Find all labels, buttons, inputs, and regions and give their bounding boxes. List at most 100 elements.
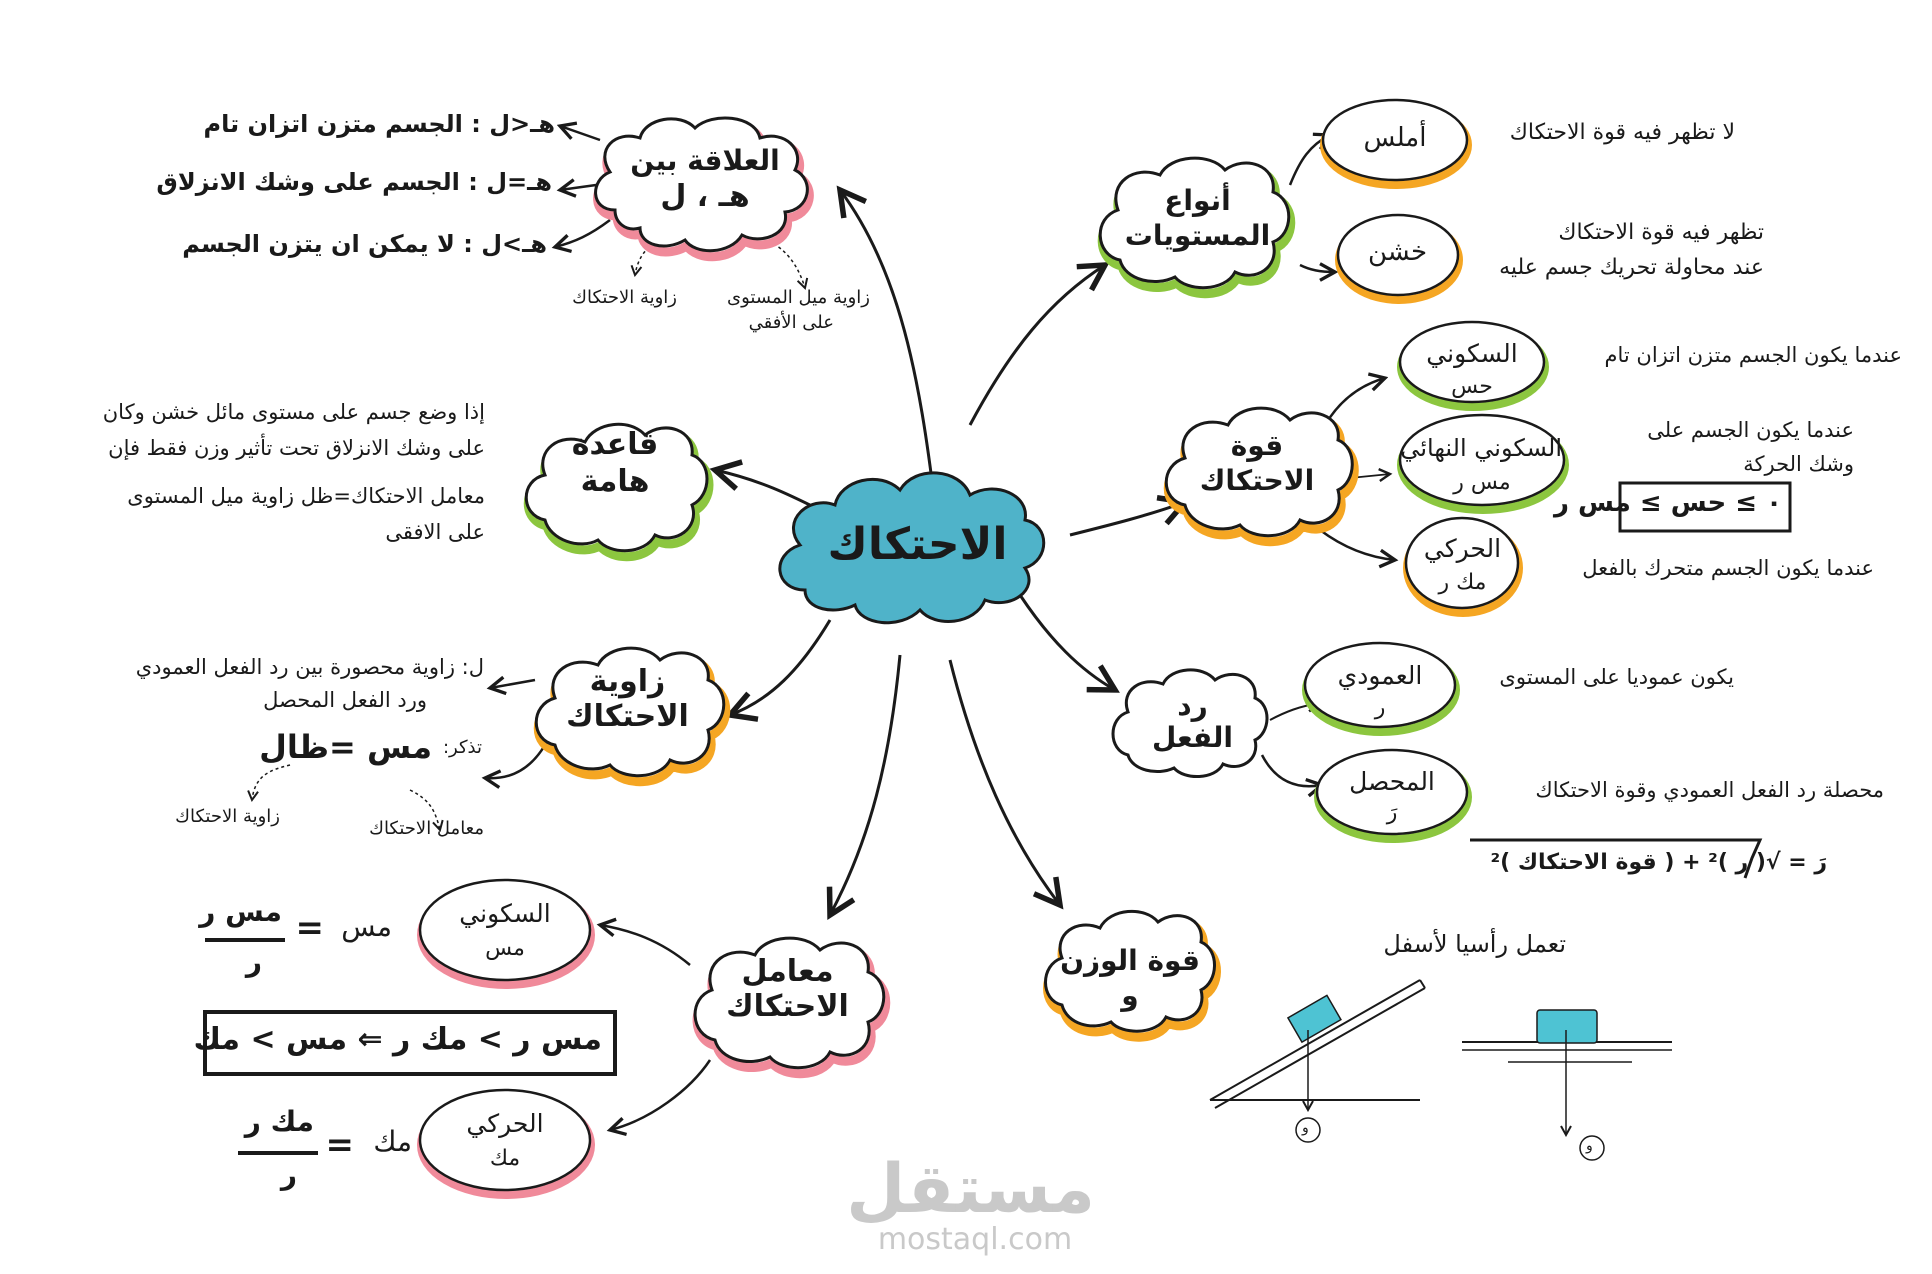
angle-formula: مس =ظال	[259, 728, 432, 766]
relation-title-line2: هـ ، ل	[660, 179, 750, 214]
branch-arrow-coefficient	[830, 654, 902, 915]
center-cloud	[778, 471, 1046, 625]
compare-inequality: مس ر > مك ر ⇐ مس > مك	[193, 1022, 603, 1057]
force-limit-inequality: ٠ ≥ حس ≥ مس ر	[1553, 488, 1782, 518]
rule-line-1: إذا وضع جسم على مستوى مائل خشن وكان	[102, 400, 485, 424]
coefficient-cloud	[692, 936, 891, 1079]
force-kinetic-symbol: مك ر	[1438, 570, 1487, 595]
surfaces-title-line2: المستويات	[1124, 219, 1271, 252]
force-kinetic-title: الحركي	[1423, 534, 1502, 563]
weight-title-line2: و	[1121, 979, 1139, 1012]
branch-arrow-angle	[730, 619, 832, 715]
normal-reaction-ellipse	[1302, 641, 1460, 736]
arrow-relation-3	[555, 218, 611, 247]
rule-line-3: معامل الاحتكاك=ظل زاوية ميل المستوى	[127, 484, 485, 508]
arrow-to-coef-label	[409, 789, 440, 830]
smooth-description: لا تظهر فيه قوة الاحتكاك	[1509, 120, 1735, 145]
arrow-force-kinetic	[1319, 528, 1395, 560]
normal-reaction-symbol: ر	[1374, 695, 1386, 720]
resultant-reaction-symbol: رَ	[1386, 800, 1398, 825]
kinetic-formula-eq: =	[325, 1125, 355, 1165]
static-formula-lhs: مس	[341, 910, 392, 943]
arrow-force-static	[1323, 378, 1385, 426]
relation-label-friction-angle: زاوية الاحتكاك	[572, 287, 677, 308]
arrow-surface-rough	[1299, 265, 1335, 272]
smooth-label: أملس	[1363, 123, 1427, 153]
reaction-title-line1: رد	[1177, 689, 1208, 722]
resultant-reaction-title: المحصل	[1349, 767, 1435, 796]
force-static-title: السكوني	[1426, 339, 1518, 368]
relation-item-2: هـ=ل : الجسم على وشك الانزلاق	[156, 168, 552, 196]
coef-static-symbol: مس	[485, 936, 525, 961]
relation-label-incline-line1: زاوية ميل المستوى	[727, 287, 870, 308]
arrow-angle-def	[490, 680, 536, 688]
rough-label: خشن	[1367, 237, 1428, 267]
reaction-cloud	[1111, 668, 1269, 779]
watermark-arabic: مستقل	[846, 1150, 1095, 1229]
resultant-reaction-description: محصلة رد الفعل العمودي وقوة الاحتكاك	[1535, 778, 1884, 802]
force-title-line1: قوة	[1230, 429, 1284, 462]
coefficient-title-line1: معامل	[741, 954, 834, 989]
arrow-reaction-resultant	[1260, 754, 1322, 786]
compare-box	[203, 1010, 617, 1076]
normal-reaction-title: العمودي	[1337, 661, 1423, 690]
relation-item-1: هـ<ل : الجسم متزن اتزان تام	[203, 110, 556, 138]
rule-title-line1: قاعدة	[571, 427, 659, 462]
coefficient-title-line2: الاحتكاك	[726, 989, 849, 1024]
force-static-symbol: حس	[1451, 374, 1493, 399]
rule-cloud	[523, 422, 714, 562]
relation-item-3: هـ>ل : لا يمكن ان يتزن الجسم	[182, 230, 547, 258]
arrow-coef-kinetic	[610, 1059, 712, 1130]
arrow-relation-1	[560, 126, 601, 142]
branch-arrow-surfaces	[968, 265, 1105, 426]
sqrt-bar	[1470, 838, 1763, 879]
branch-arrow-weight	[948, 659, 1060, 905]
rule-line-4: على الافقى	[385, 520, 485, 544]
resultant-reaction-ellipse	[1314, 748, 1472, 843]
incline-weight-label: و	[1302, 1120, 1309, 1136]
force-limit-symbol: مس ر	[1453, 470, 1511, 495]
coef-static-ellipse	[417, 878, 595, 989]
limit-inequality-box	[1618, 481, 1792, 533]
weight-cloud	[1043, 909, 1221, 1042]
angle-cloud	[533, 646, 731, 787]
arrow-to-angle-label	[252, 764, 291, 800]
arrow-relation-2	[560, 185, 597, 190]
static-formula-eq: =	[295, 908, 325, 948]
branch-arrow-relation	[840, 190, 937, 506]
smooth-ellipse	[1320, 98, 1472, 189]
coef-kinetic-ellipse	[417, 1088, 595, 1199]
rule-title-line2: هامة	[580, 464, 650, 499]
angle-remember: تذكر:	[442, 737, 482, 758]
force-limit-description-line2: وشك الحركة	[1743, 452, 1854, 476]
arrow-to-friction-angle	[635, 231, 676, 275]
kinetic-formula-denominator: ر	[280, 1158, 297, 1191]
watermark-latin: mostaql.com	[877, 1222, 1073, 1257]
force-cloud	[1163, 406, 1359, 547]
static-formula-denominator: ر	[245, 945, 262, 978]
static-formula-numerator: مس ر	[199, 895, 282, 928]
weight-description: تعمل رأسيا لأسفل	[1383, 930, 1566, 958]
branch-arrow-reaction	[1018, 594, 1115, 690]
flat-illustration	[1462, 1009, 1672, 1161]
branch-arrow-force	[1069, 502, 1185, 537]
coef-kinetic-symbol: مك	[489, 1146, 521, 1171]
force-limit-description-line1: عندما يكون الجسم على	[1647, 418, 1854, 442]
surfaces-title-line1: أنواع	[1164, 184, 1231, 217]
surfaces-cloud	[1097, 156, 1296, 299]
coef-kinetic-title: الحركي	[466, 1109, 544, 1138]
center-label: الاحتكاك	[827, 519, 1008, 570]
angle-title-line2: الاحتكاك	[566, 699, 689, 734]
rough-description-line2: عند محاولة تحريك جسم عليه	[1499, 255, 1764, 280]
branch-arrow-rule	[715, 470, 821, 512]
rough-ellipse	[1335, 213, 1463, 304]
kinetic-formula-lhs: مك	[373, 1125, 412, 1158]
arrow-angle-remember	[485, 744, 547, 778]
arrow-coef-static	[600, 925, 691, 966]
force-static-ellipse	[1397, 320, 1549, 411]
rough-description-line1: تظهر فيه قوة الاحتكاك	[1558, 220, 1764, 245]
resultant-reaction-formula: رَ = √( ر )² + ( قوة الاحتكاك )²	[1490, 850, 1827, 875]
force-title-line2: الاحتكاك	[1199, 464, 1315, 497]
flat-weight-label: و	[1586, 1138, 1593, 1154]
